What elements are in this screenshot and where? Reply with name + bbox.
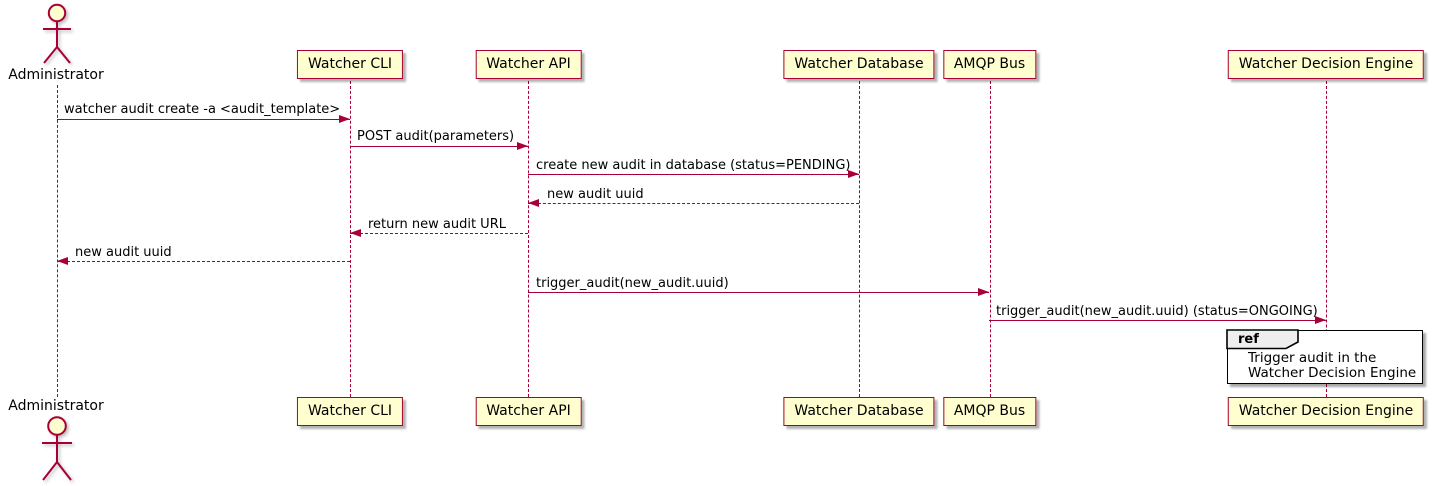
message-label: trigger_audit(new_audit.uuid) (status=ON… bbox=[996, 304, 1318, 319]
participant-watcher-database-bottom: Watcher Database bbox=[783, 397, 935, 426]
arrowhead-icon bbox=[339, 115, 350, 123]
actor-label-bottom: Administrator bbox=[8, 398, 104, 414]
message-label: create new audit in database (status=PEN… bbox=[536, 158, 851, 173]
message-label: trigger_audit(new_audit.uuid) bbox=[536, 276, 729, 291]
lifeline-amqp-bus bbox=[989, 81, 991, 397]
participant-watcher-database-top: Watcher Database bbox=[783, 50, 935, 79]
arrowhead-icon bbox=[1315, 316, 1326, 324]
arrowhead-icon bbox=[517, 142, 528, 150]
ref-tab-icon bbox=[1226, 329, 1300, 350]
actor-label-top: Administrator bbox=[8, 67, 104, 83]
message-label: return new audit URL bbox=[368, 217, 506, 232]
ref-text-line: Watcher Decision Engine bbox=[1248, 365, 1417, 381]
message-line bbox=[528, 203, 859, 204]
ref-text-line: Trigger audit in the bbox=[1248, 350, 1377, 366]
lifeline-administrator bbox=[56, 85, 58, 397]
arrowhead-icon bbox=[978, 288, 989, 296]
lifeline-watcher-database bbox=[858, 81, 860, 397]
participant-amqp-bus-bottom: AMQP Bus bbox=[942, 397, 1037, 426]
message-line bbox=[350, 233, 528, 234]
participant-amqp-bus-top: AMQP Bus bbox=[942, 50, 1037, 79]
message-label: watcher audit create -a <audit_template> bbox=[64, 102, 341, 117]
message-line bbox=[989, 320, 1326, 321]
arrowhead-icon bbox=[350, 229, 361, 237]
participant-watcher-api-top: Watcher API bbox=[475, 50, 582, 79]
arrowhead-icon bbox=[528, 199, 539, 207]
actor-icon bbox=[42, 416, 72, 481]
arrowhead-icon bbox=[57, 257, 68, 265]
participant-watcher-api-bottom: Watcher API bbox=[475, 397, 582, 426]
message-line bbox=[350, 146, 528, 147]
message-line bbox=[528, 292, 989, 293]
ref-body: Trigger audit in the Watcher Decision En… bbox=[1248, 351, 1416, 381]
message-line bbox=[528, 174, 859, 175]
participant-watcher-decision-engine-bottom: Watcher Decision Engine bbox=[1227, 397, 1425, 426]
lifeline-watcher-decision-engine bbox=[1325, 81, 1327, 397]
ref-fragment: ref Trigger audit in the Watcher Decisio… bbox=[1226, 329, 1423, 384]
lifeline-watcher-cli bbox=[349, 81, 351, 397]
message-label: new audit uuid bbox=[75, 245, 172, 260]
message-line bbox=[57, 261, 350, 262]
actor-icon bbox=[43, 3, 71, 64]
participant-watcher-cli-top: Watcher CLI bbox=[296, 50, 404, 79]
message-line bbox=[57, 119, 350, 120]
lifeline-watcher-api bbox=[528, 81, 529, 397]
participant-watcher-decision-engine-top: Watcher Decision Engine bbox=[1227, 50, 1425, 79]
participant-watcher-cli-bottom: Watcher CLI bbox=[296, 397, 404, 426]
arrowhead-icon bbox=[848, 170, 859, 178]
message-label: new audit uuid bbox=[547, 187, 644, 202]
ref-label: ref bbox=[1238, 332, 1259, 347]
message-label: POST audit(parameters) bbox=[357, 129, 515, 144]
